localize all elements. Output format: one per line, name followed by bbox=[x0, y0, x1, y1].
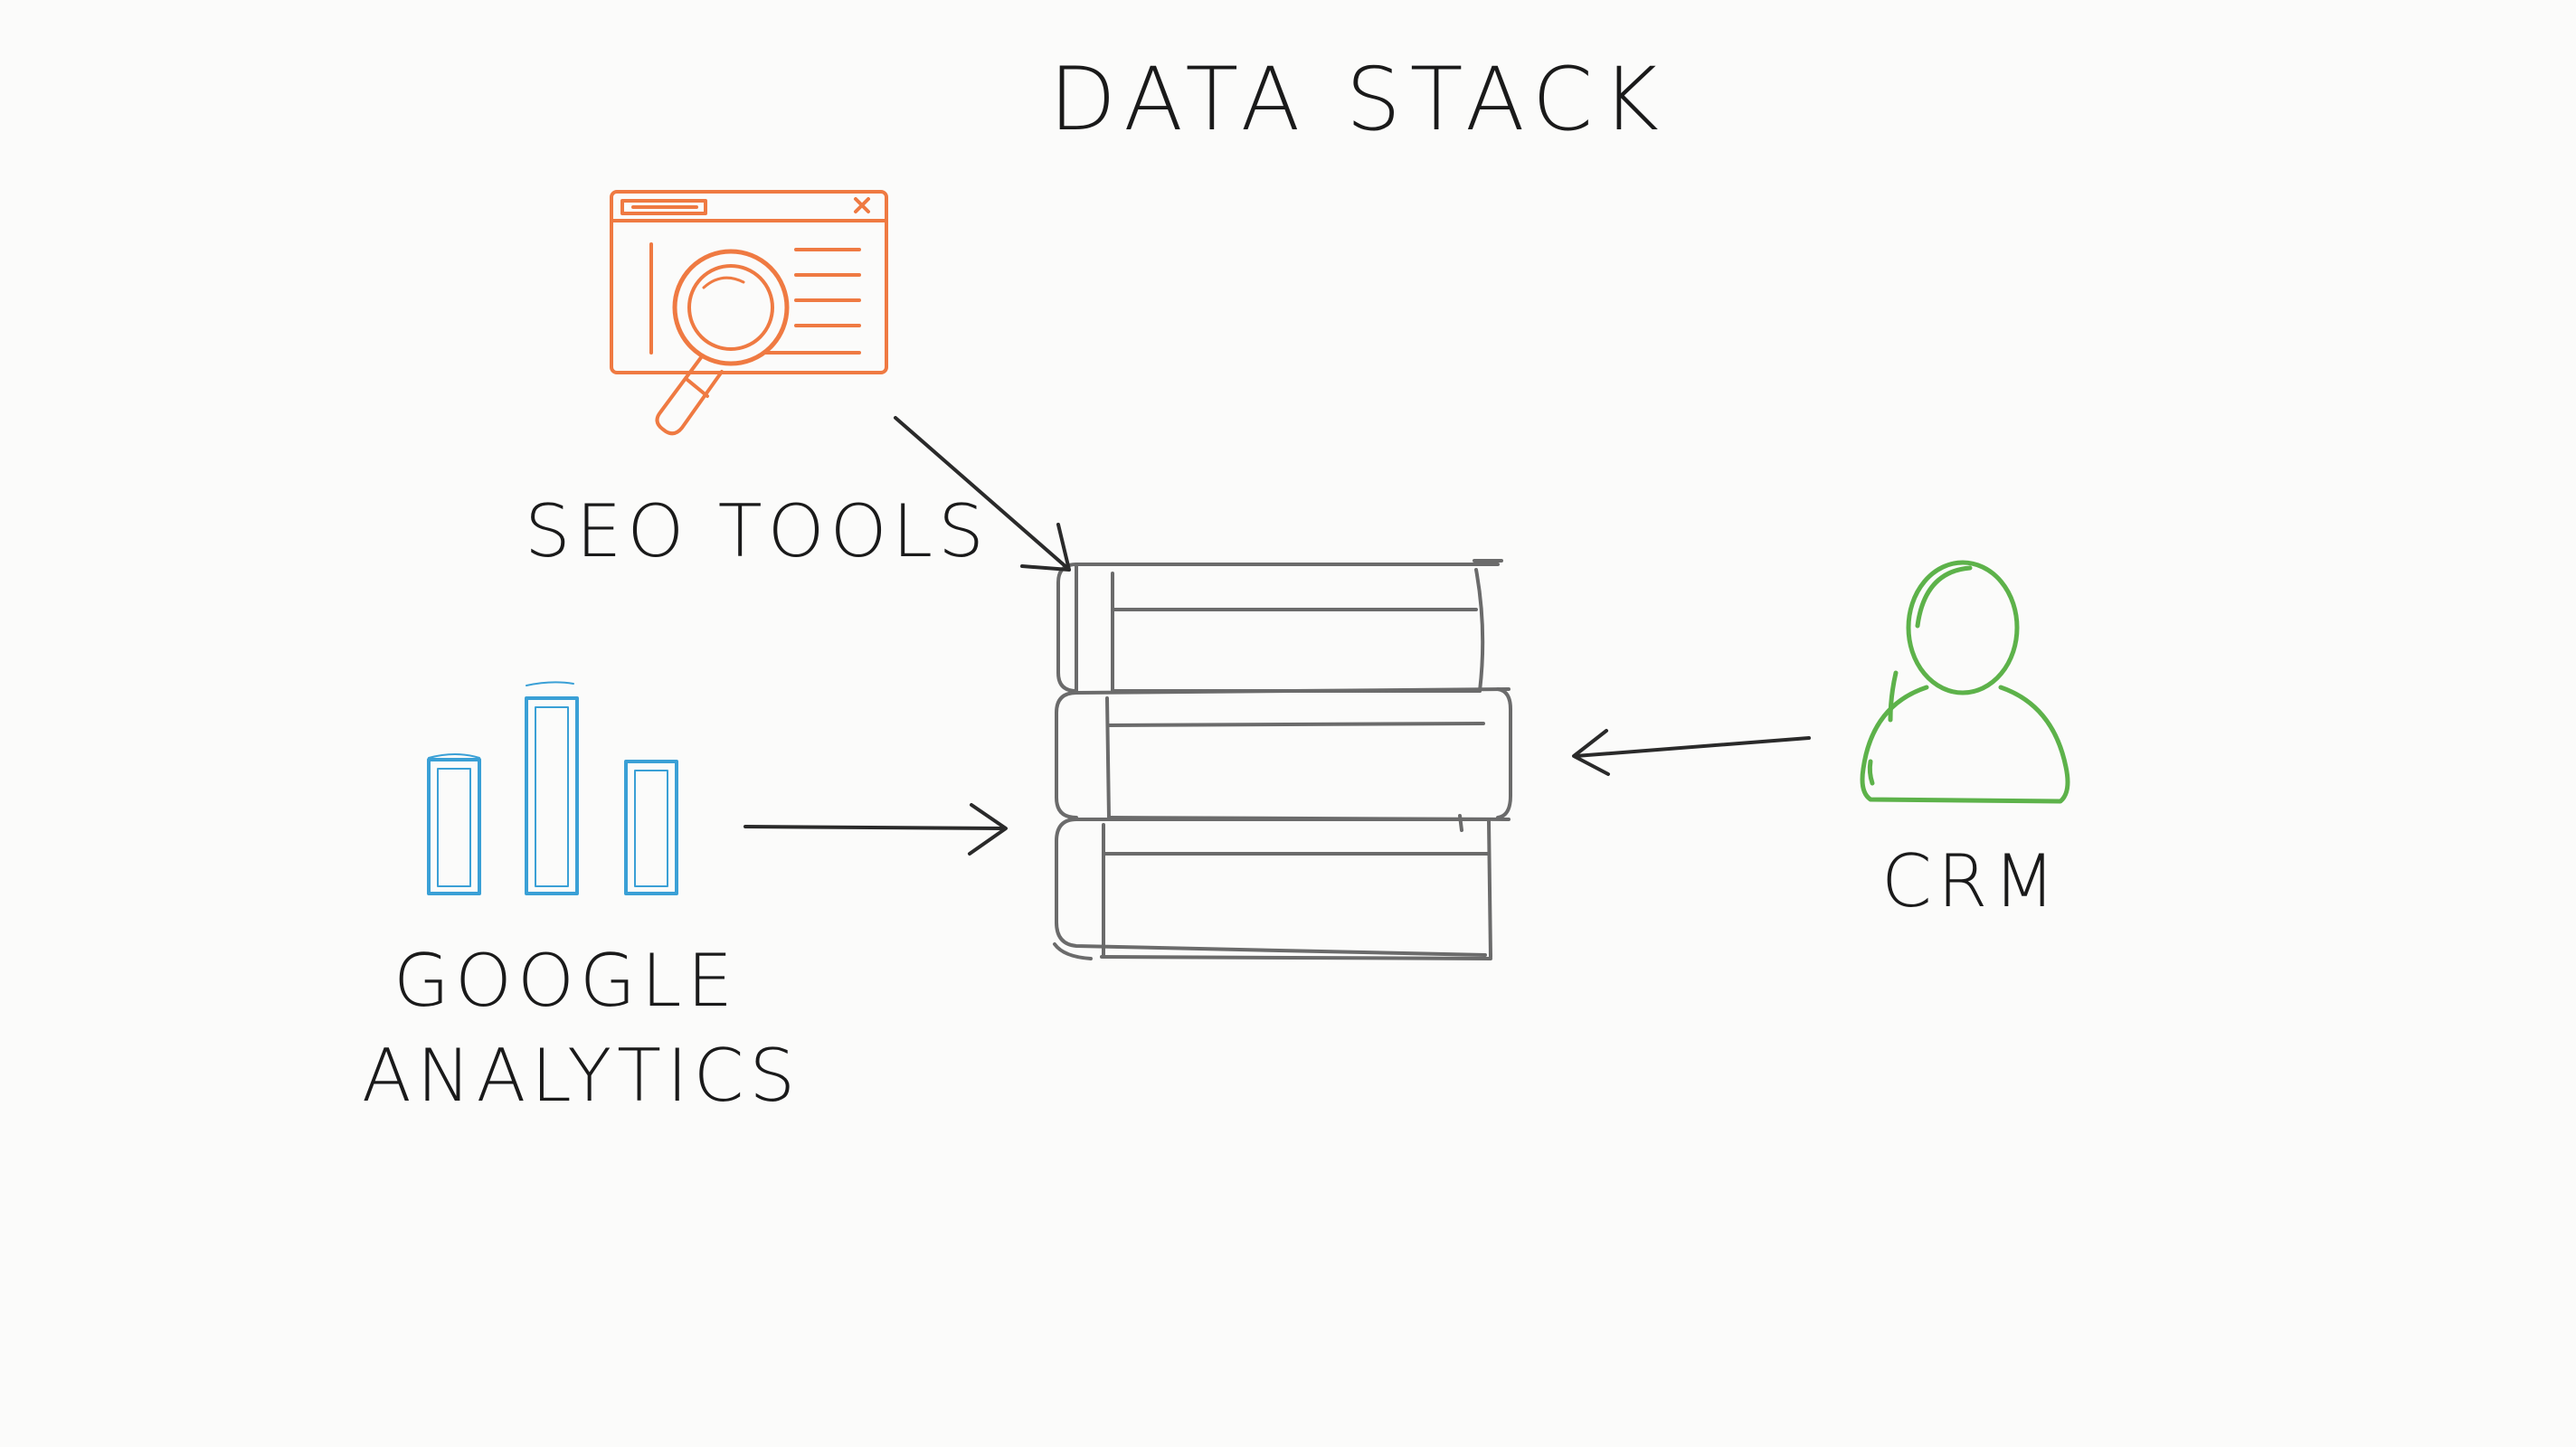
diagram-title: DATA STACK bbox=[1049, 49, 1668, 150]
arrow-crm-to-stack bbox=[1572, 729, 1811, 776]
seo-tools-label: SEO TOOLS bbox=[525, 489, 990, 573]
arrow-ga-to-stack bbox=[743, 803, 1008, 856]
google-analytics-label-line1: GOOGLE bbox=[393, 939, 739, 1023]
bar-chart-icon bbox=[427, 681, 678, 895]
google-analytics-label-line2: ANALYTICS bbox=[362, 1034, 801, 1118]
crm-label: CRM bbox=[1881, 839, 2061, 923]
magnifier-browser-icon bbox=[610, 190, 888, 436]
person-icon bbox=[1860, 560, 2070, 804]
arrow-seo-to-stack bbox=[894, 416, 1071, 572]
stacked-books-icon bbox=[1053, 559, 1512, 960]
